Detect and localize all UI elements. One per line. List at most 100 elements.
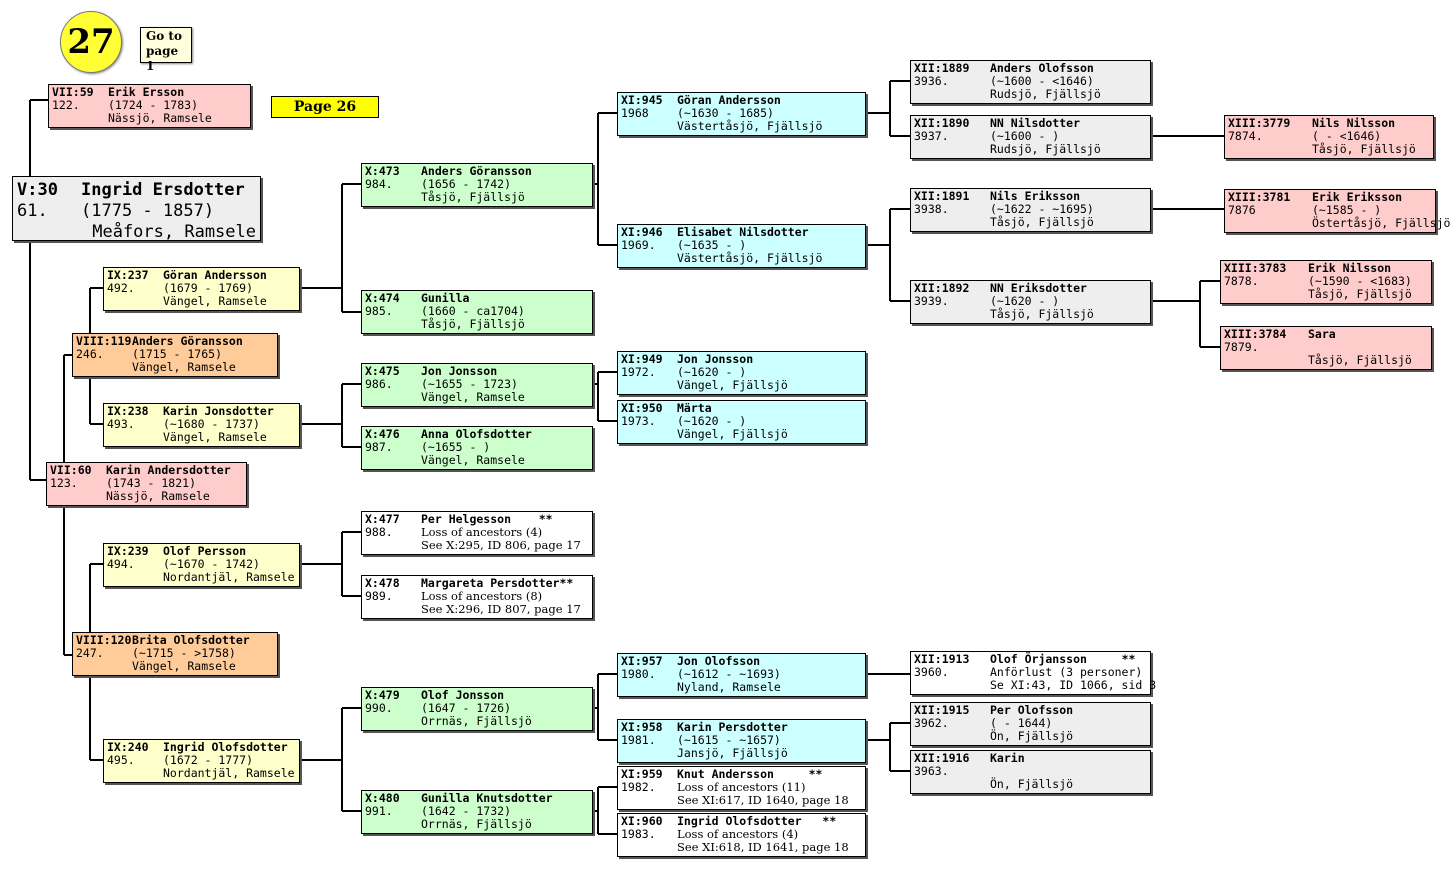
generation-id: X:477 bbox=[365, 512, 400, 526]
life-years: (1775 - 1857) bbox=[81, 201, 215, 221]
place: Tåsjö, Fjällsjö bbox=[421, 190, 525, 204]
generation-id: XI:959 bbox=[621, 767, 663, 781]
person-name: Erik Nilsson bbox=[1308, 261, 1392, 275]
life-years: (1647 - 1726) bbox=[421, 701, 512, 715]
place: Nyland, Ramsele bbox=[677, 680, 781, 694]
reference-link[interactable]: Se XI:43, ID 1066, sid 3 bbox=[990, 678, 1157, 692]
person-name: Olof Persson bbox=[163, 544, 247, 558]
person-name: Ingrid Ersdotter bbox=[81, 180, 245, 200]
reference-link[interactable]: See XI:618, ID 1641, page 18 bbox=[677, 840, 849, 854]
ancestor-loss-mark: ** bbox=[822, 814, 837, 828]
place: Tåsjö, Fjällsjö bbox=[1308, 353, 1412, 367]
goto-page-1-link[interactable]: Go to page 1 bbox=[140, 27, 192, 73]
ancestor-number: 986. bbox=[365, 377, 393, 391]
generation-id: XI:949 bbox=[621, 352, 663, 366]
person-name: Per Helgesson ** bbox=[417, 513, 589, 526]
person-name: Jon Olofsson bbox=[677, 654, 761, 668]
reference-link[interactable]: See XI:617, ID 1640, page 18 bbox=[677, 793, 849, 807]
name-text: Per Helgesson bbox=[421, 512, 512, 526]
person-name: Erik Ersson bbox=[108, 85, 185, 99]
person-name: Brita Olofsdotter bbox=[132, 633, 250, 647]
ancestor-loss-mark: ** bbox=[1121, 652, 1136, 666]
place: Tåsjö, Fjällsjö bbox=[1308, 287, 1412, 301]
ancestor-number: 991. bbox=[365, 804, 393, 818]
ancestor-number: 1973. bbox=[621, 414, 656, 428]
generation-id: XI:945 bbox=[621, 93, 663, 107]
ancestor-number: 987. bbox=[365, 440, 393, 454]
generation-id: XIII:3781 bbox=[1228, 190, 1291, 204]
ancestor-number: 3963. bbox=[914, 764, 949, 778]
life-years: (1642 - 1732) bbox=[421, 804, 512, 818]
generation-id: XII:1892 bbox=[914, 281, 970, 295]
ancestor-number: 3962. bbox=[914, 716, 949, 730]
place: Ön, Fjällsjö bbox=[990, 777, 1074, 791]
place: Vängel, Fjällsjö bbox=[677, 378, 788, 392]
loss-note: Loss of ancestors (11) bbox=[677, 780, 806, 794]
generation-id: X:478 bbox=[365, 576, 400, 590]
ancestor-number: 246. bbox=[76, 347, 104, 361]
place: Meåfors, Ramsele bbox=[92, 222, 256, 242]
name-text: Olof Örjansson bbox=[990, 652, 1087, 666]
name-text: Margareta Persdotter bbox=[421, 576, 560, 590]
life-years: (~1680 - 1737) bbox=[163, 417, 260, 431]
person-name: Anders Göransson bbox=[132, 334, 243, 348]
place: Nordantjäl, Ramsele bbox=[163, 570, 295, 584]
life-years: (~1585 - ) bbox=[1312, 203, 1382, 217]
generation-id: VII:59 bbox=[52, 85, 94, 99]
page-26-link[interactable]: Page 26 bbox=[271, 96, 379, 118]
generation-id: IX:239 bbox=[107, 544, 149, 558]
life-years: (~1655 - ) bbox=[421, 440, 491, 454]
generation-id: XII:1889 bbox=[914, 61, 970, 75]
life-years: (1715 - 1765) bbox=[132, 347, 223, 361]
person-name: Jon Jonsson bbox=[421, 364, 498, 378]
life-years: (~1620 - ) bbox=[677, 414, 747, 428]
reference-link[interactable]: See X:296, ID 807, page 17 bbox=[421, 602, 581, 616]
reference-link[interactable]: See X:295, ID 806, page 17 bbox=[421, 538, 581, 552]
ancestor-number: 1981. bbox=[621, 733, 656, 747]
person-name: Anna Olofsdotter bbox=[421, 427, 532, 441]
life-years: (~1635 - ) bbox=[677, 238, 747, 252]
ancestor-number: 7876 bbox=[1228, 203, 1256, 217]
generation-id: XII:1891 bbox=[914, 189, 970, 203]
person-name: Gunilla Knutsdotter bbox=[421, 791, 553, 805]
ancestor-number: 493. bbox=[107, 417, 135, 431]
generation-id: IX:237 bbox=[107, 268, 149, 282]
